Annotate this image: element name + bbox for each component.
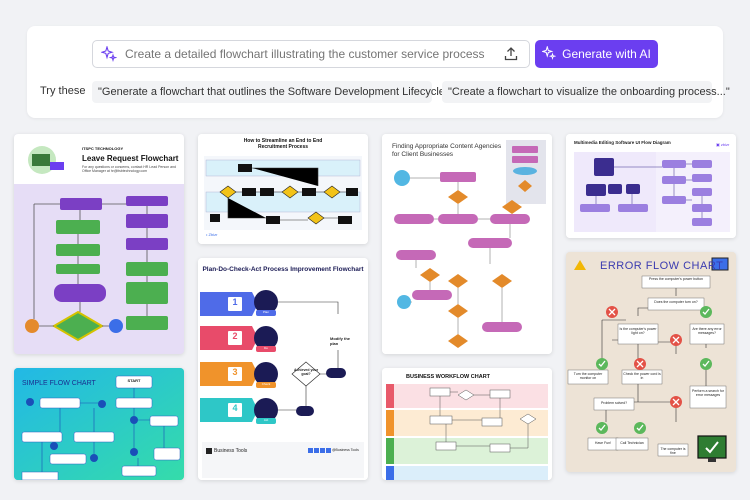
pdca-step-4: 4 — [232, 403, 238, 413]
sparkle-icon — [541, 44, 557, 63]
leave-request-subtitle: For any questions or concerns, contact H… — [82, 165, 176, 174]
template-card-leave-request[interactable]: ITSPC TECHNOLOGY Leave Request Flowchart… — [14, 134, 184, 354]
svg-text:▣ zbizr: ▣ zbizr — [716, 142, 730, 147]
multimedia-title: Multimedia Editing Software UI Flow Diag… — [574, 140, 671, 145]
recruitment-title: How to Streamline an End to End Recruitm… — [243, 138, 323, 150]
suggestion-chip-sdlc[interactable]: "Generate a flowchart that outlines the … — [92, 81, 458, 103]
error-step-10: Call Technician — [620, 441, 644, 445]
simple-flow-title: SIMPLE FLOW CHART — [22, 380, 96, 387]
template-card-error-flow[interactable]: ERROR FLOW CHART Press the computer's po… — [566, 252, 736, 472]
sparkle-icon — [101, 46, 117, 62]
leave-request-title: Leave Request Flowchart — [82, 154, 179, 163]
prompt-input[interactable] — [125, 47, 503, 61]
pdca-step-3: 3 — [232, 367, 238, 377]
error-step-7: Perform a search for error messages — [692, 389, 724, 397]
error-step-2: Does the computer turn on? — [654, 300, 698, 304]
try-these-label: Try these — [40, 85, 86, 97]
error-step-9: Have Fun! — [594, 441, 612, 445]
suggestion-chip-onboarding[interactable]: "Create a flowchart to visualize the onb… — [442, 81, 730, 103]
pdca-modify-label: Modify the plan — [330, 336, 350, 346]
template-card-recruitment[interactable]: • Zbizr How to Streamline an End to End … — [198, 134, 368, 244]
template-card-simple-flow[interactable]: SIMPLE FLOW CHART START — [14, 368, 184, 480]
generate-with-ai-button[interactable]: Generate with AI — [535, 40, 658, 68]
pdca-title: Plan-Do-Check-Act Process Improvement Fl… — [202, 266, 364, 273]
error-step-8: Problem solved? — [600, 401, 628, 405]
upload-icon[interactable] — [503, 46, 519, 62]
template-card-content-agencies[interactable]: Finding Appropriate Content Agencies for… — [382, 134, 552, 354]
svg-text:• Zbizr: • Zbizr — [206, 232, 218, 237]
pdca-label-act: Act — [263, 418, 269, 422]
error-flow-title: ERROR FLOW CHART — [600, 260, 724, 272]
template-card-multimedia[interactable]: ▣ zbizr Multimedia Editing Software UI F… — [566, 134, 736, 238]
pdca-step-2: 2 — [232, 331, 238, 341]
pdca-label-plan: Plan — [262, 310, 269, 314]
leave-request-brand: ITSPC TECHNOLOGY — [82, 146, 124, 151]
pdca-footer-brand: Business Tools — [214, 448, 248, 454]
template-card-pdca[interactable]: Plan-Do-Check-Act Process Improvement Fl… — [198, 258, 368, 480]
generate-button-label: Generate with AI — [562, 47, 651, 61]
error-step-6: Check the power cord is in — [623, 372, 661, 380]
error-step-3: Is the computer's power light on? — [619, 327, 657, 335]
pdca-footer-handle: @Business Tools — [332, 448, 359, 452]
pdca-label-do: Do — [264, 346, 268, 350]
content-agencies-title: Finding Appropriate Content Agencies for… — [392, 143, 502, 158]
pdca-label-check: Check — [261, 382, 271, 386]
pdca-achieved-label: Achieved your goal? — [293, 368, 319, 376]
simple-flow-start: START — [127, 378, 141, 383]
error-step-1: Press the computer's power button — [649, 277, 703, 281]
error-step-4: Are there any error messages? — [692, 327, 722, 335]
error-step-11: The computer is fine — [660, 447, 686, 455]
pdca-step-1: 1 — [232, 297, 238, 307]
error-step-5: Turn the computer monitor on — [573, 372, 603, 380]
prompt-input-box[interactable] — [92, 40, 530, 68]
business-workflow-title: BUSINESS WORKFLOW CHART — [406, 374, 491, 380]
template-card-business-workflow[interactable]: BUSINESS WORKFLOW CHART — [382, 368, 552, 480]
prompt-card: Generate with AI Try these "Generate a f… — [27, 26, 730, 118]
